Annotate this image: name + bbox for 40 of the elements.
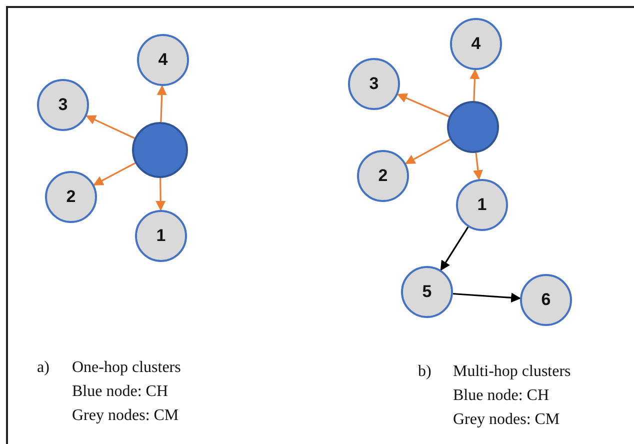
caption-text: Multi-hop clusters xyxy=(453,364,571,380)
member-node-circle xyxy=(137,34,189,86)
node-number: 3 xyxy=(57,95,69,115)
node-number: 4 xyxy=(470,34,482,54)
caption-text: a) xyxy=(37,360,50,376)
member-node-circle xyxy=(450,18,502,70)
member-node-circle xyxy=(45,171,97,223)
member-node-circle xyxy=(135,210,187,262)
arrow xyxy=(473,152,483,180)
node-number: 1 xyxy=(155,226,167,246)
arrow xyxy=(470,68,480,102)
arrow xyxy=(452,292,522,303)
arrow xyxy=(156,84,167,122)
node-number: 1 xyxy=(476,195,488,215)
caption-text: b) xyxy=(418,364,432,380)
arrow xyxy=(156,178,166,211)
node-number: 2 xyxy=(377,166,389,186)
node-number: 6 xyxy=(540,290,552,310)
caption-text: One-hop clusters xyxy=(72,360,181,376)
caption-text: Blue node: CH xyxy=(453,388,549,404)
arrow xyxy=(93,162,136,186)
member-node-circle xyxy=(456,179,508,231)
caption-text: Grey nodes: CM xyxy=(453,412,560,428)
node-number: 4 xyxy=(157,50,169,70)
member-node-circle xyxy=(520,274,572,326)
node-number: 2 xyxy=(65,187,77,207)
arrow xyxy=(404,138,451,164)
member-node-circle xyxy=(348,58,400,110)
arrow xyxy=(396,93,450,118)
caption-text: Grey nodes: CM xyxy=(72,408,179,424)
arrow xyxy=(86,115,135,139)
member-node-circle xyxy=(357,150,409,202)
arrow xyxy=(440,226,469,271)
head-node-circle xyxy=(447,101,499,153)
node-number: 5 xyxy=(421,282,433,302)
head-node-circle xyxy=(132,122,188,178)
member-node-circle xyxy=(401,266,453,318)
caption-text: Blue node: CH xyxy=(72,384,168,400)
node-number: 3 xyxy=(368,74,380,94)
member-node-circle xyxy=(37,79,89,131)
